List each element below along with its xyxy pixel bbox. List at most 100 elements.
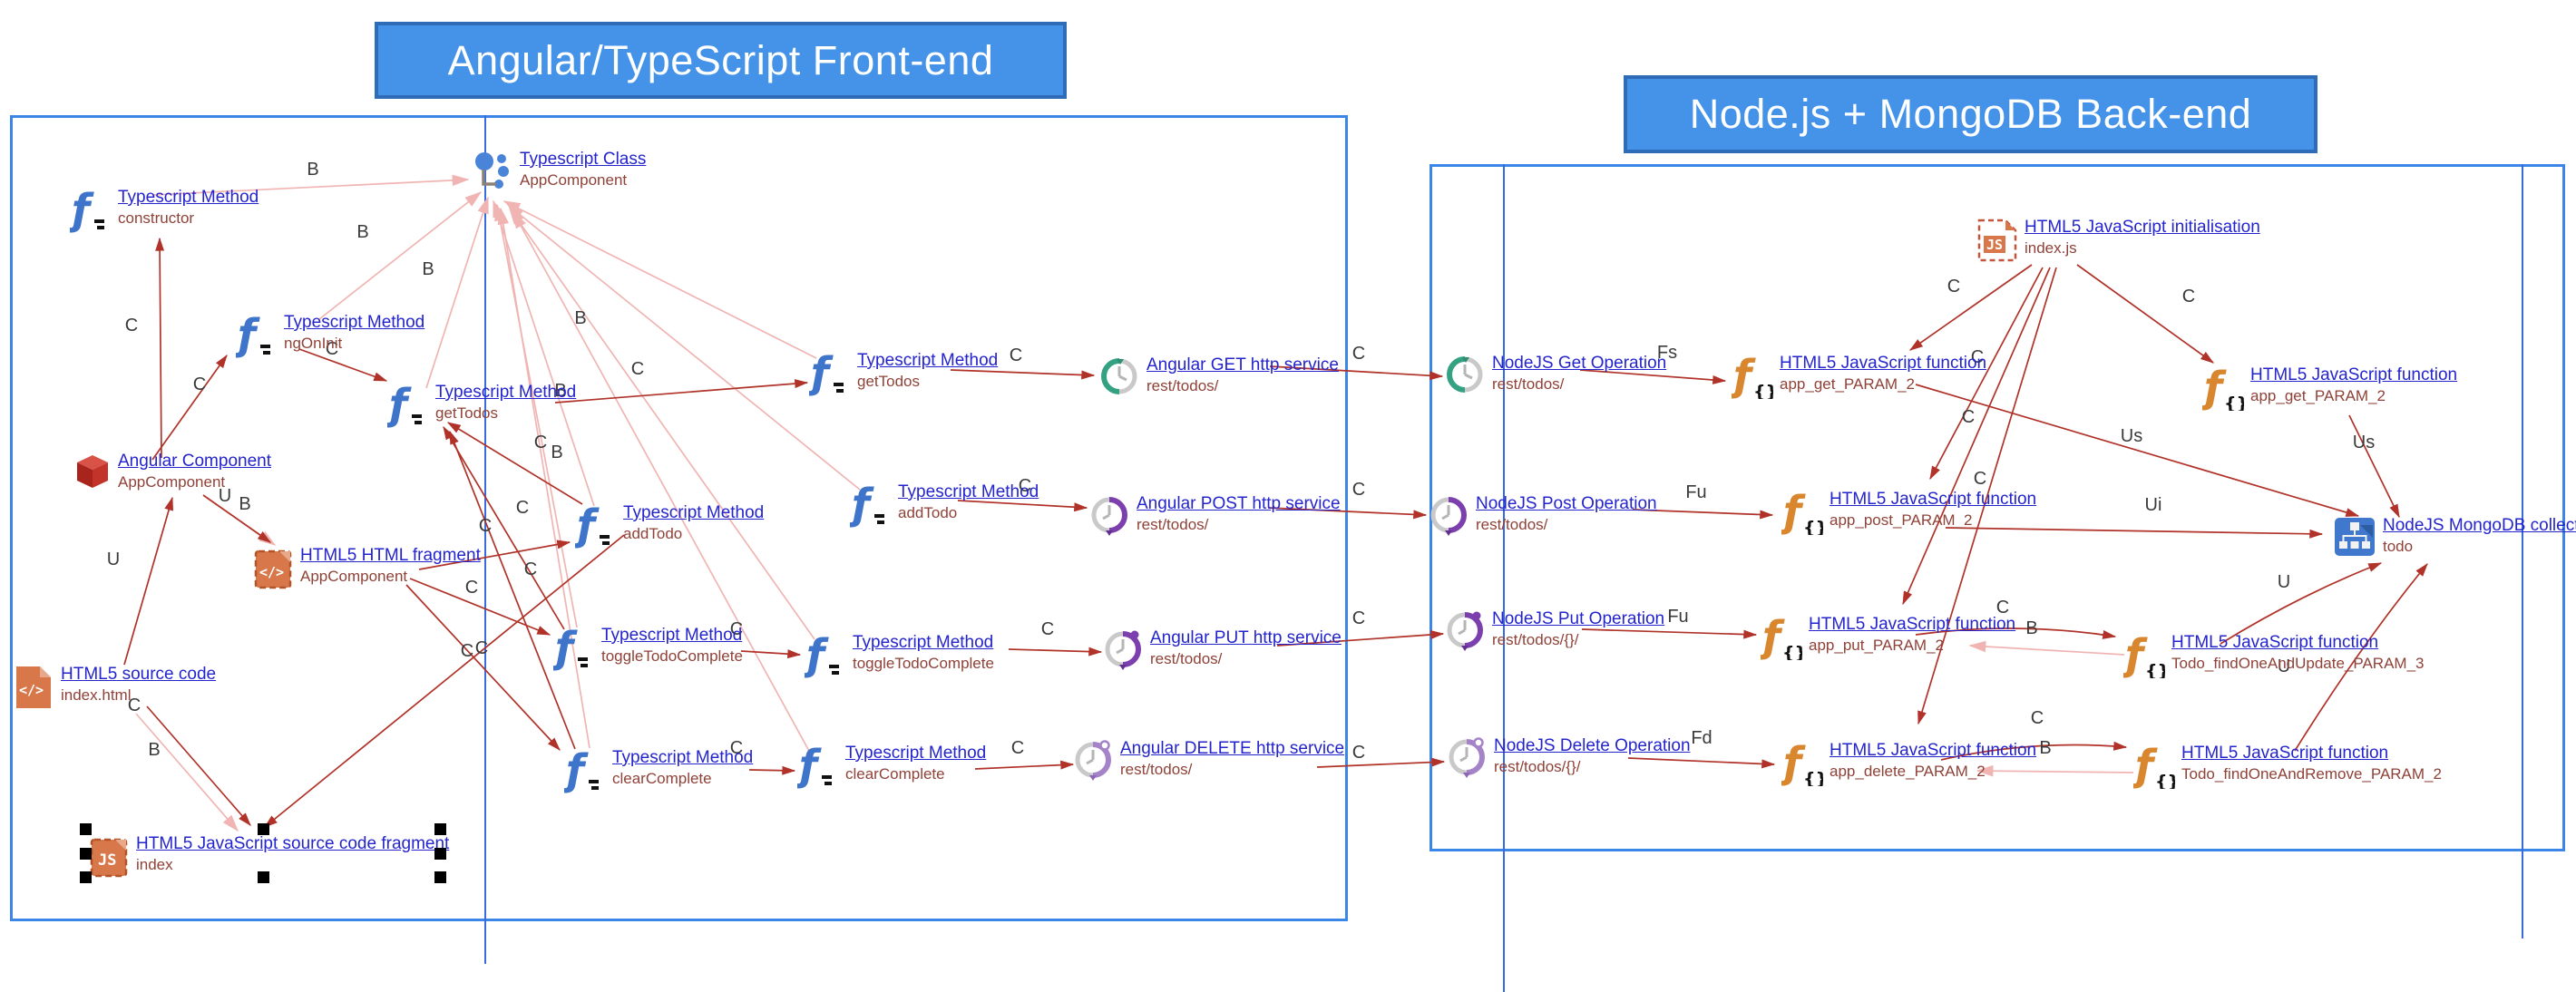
node-title-link[interactable]: HTML5 JavaScript initialisation xyxy=(2025,218,2260,237)
node-subtitle: clearComplete xyxy=(612,770,712,788)
node-title-link[interactable]: HTML5 JavaScript function xyxy=(2250,365,2458,384)
node-title-link[interactable]: HTML5 JavaScript function xyxy=(1830,741,2037,760)
selection-handle[interactable] xyxy=(258,823,269,835)
node-title-link[interactable]: HTML5 HTML fragment xyxy=(300,546,481,565)
svg-text:ƒ: ƒ xyxy=(70,188,94,233)
node-title-link[interactable]: HTML5 JavaScript source code fragment xyxy=(136,834,450,853)
fn-put[interactable]: ƒ {}HTML5 JavaScript functionapp_put_PAR… xyxy=(1756,612,2015,665)
node-title-link[interactable]: Typescript Method xyxy=(857,351,999,370)
selection-handle[interactable] xyxy=(258,871,269,883)
svg-text:ƒ: ƒ xyxy=(564,748,589,793)
m-clear-1[interactable]: ƒ Typescript Method clearComplete xyxy=(560,745,754,798)
node-title-link[interactable]: Angular GET http service xyxy=(1147,355,1339,374)
node-title-link[interactable]: NodeJS Post Operation xyxy=(1476,494,1657,513)
node-title-link[interactable]: HTML5 JavaScript function xyxy=(1780,354,1987,373)
node-title-link[interactable]: NodeJS Put Operation xyxy=(1492,609,1665,628)
frontend-title: Angular/TypeScript Front-end xyxy=(447,36,994,83)
selection-handle[interactable] xyxy=(80,823,92,835)
js-function-icon: ƒ {} xyxy=(2198,363,2249,415)
svg-text:ƒ: ƒ xyxy=(575,503,600,549)
node-title-link[interactable]: Typescript Method xyxy=(118,188,259,207)
ts-method-icon: ƒ xyxy=(793,741,839,793)
node-title-link[interactable]: Angular Component xyxy=(118,452,271,471)
node-title-link[interactable]: HTML5 JavaScript function xyxy=(2181,744,2389,763)
selection-handle[interactable] xyxy=(80,871,92,883)
node-title-link[interactable]: Angular PUT http service xyxy=(1150,628,1342,647)
node-title-link[interactable]: Typescript Method xyxy=(898,482,1039,501)
node-title-link[interactable]: Angular DELETE http service xyxy=(1120,739,1345,758)
selection-handle[interactable] xyxy=(434,823,446,835)
node-title-link[interactable]: NodeJS Get Operation xyxy=(1492,354,1667,373)
ts-method-icon: ƒ xyxy=(65,185,112,238)
svg-text:B: B xyxy=(2039,738,2051,758)
fn-get-tr[interactable]: ƒ {}HTML5 JavaScript functionapp_get_PAR… xyxy=(2198,363,2457,415)
node-title-link[interactable]: HTML5 JavaScript function xyxy=(1809,615,2016,634)
node-subtitle: AppComponent xyxy=(118,473,226,491)
node-title-link[interactable]: HTML5 JavaScript function xyxy=(1830,490,2037,509)
fn-remove[interactable]: ƒ {}HTML5 JavaScript functionTodo_findOn… xyxy=(2129,741,2442,793)
node-title-link[interactable]: HTML5 source code xyxy=(61,665,217,684)
selection-handle[interactable] xyxy=(434,871,446,883)
node-text: HTML5 JavaScript function app_put_PARAM_2 xyxy=(1809,615,2015,654)
node-title-link[interactable]: Typescript Class xyxy=(520,150,647,169)
node-title-link[interactable]: Typescript Method xyxy=(845,744,987,763)
node-title-link[interactable]: Typescript Method xyxy=(435,383,577,402)
node-subtitle: app_put_PARAM_2 xyxy=(1809,637,1945,655)
node-title-link[interactable]: Typescript Method xyxy=(612,748,754,767)
fn-update[interactable]: ƒ {}HTML5 JavaScript functionTodo_findOn… xyxy=(2119,630,2424,683)
svg-text:B: B xyxy=(307,160,318,180)
svg-text:Us: Us xyxy=(2353,433,2375,452)
svg-text:B: B xyxy=(356,222,368,242)
node-title-link[interactable]: Typescript Method xyxy=(623,503,765,522)
js-function-icon: ƒ {} xyxy=(1777,487,1828,540)
node-title-link[interactable]: NodeJS Delete Operation xyxy=(1494,736,1691,755)
svg-text:{}: {} xyxy=(2155,772,2175,789)
node-title-link[interactable]: Angular POST http service xyxy=(1137,494,1341,513)
fn-get[interactable]: ƒ {}HTML5 JavaScript functionapp_get_PAR… xyxy=(1727,351,1987,404)
svg-text:C: C xyxy=(1011,738,1024,758)
node-title-link[interactable]: Typescript Method xyxy=(601,626,743,645)
selection-handle[interactable] xyxy=(80,848,92,860)
node-title-link[interactable]: Typescript Method xyxy=(853,633,994,652)
node-title-link[interactable]: NodeJS MongoDB collection xyxy=(2383,516,2576,535)
selection-handle[interactable] xyxy=(434,848,446,860)
node-title-link[interactable]: Typescript Method xyxy=(284,313,425,332)
svg-text:{}: {} xyxy=(1803,518,1823,535)
svg-text:B: B xyxy=(148,740,160,760)
fn-delete[interactable]: ƒ {}HTML5 JavaScript functionapp_delete_… xyxy=(1777,738,2037,791)
svg-text:C: C xyxy=(1962,407,1975,427)
mongo[interactable]: NodeJS MongoDB collectiontodo xyxy=(2333,516,2576,562)
svg-text:C: C xyxy=(631,359,644,379)
node-title-link[interactable]: HTML5 JavaScript function xyxy=(2171,633,2379,652)
fn-post[interactable]: ƒ {}HTML5 JavaScript functionapp_post_PA… xyxy=(1777,487,2037,540)
